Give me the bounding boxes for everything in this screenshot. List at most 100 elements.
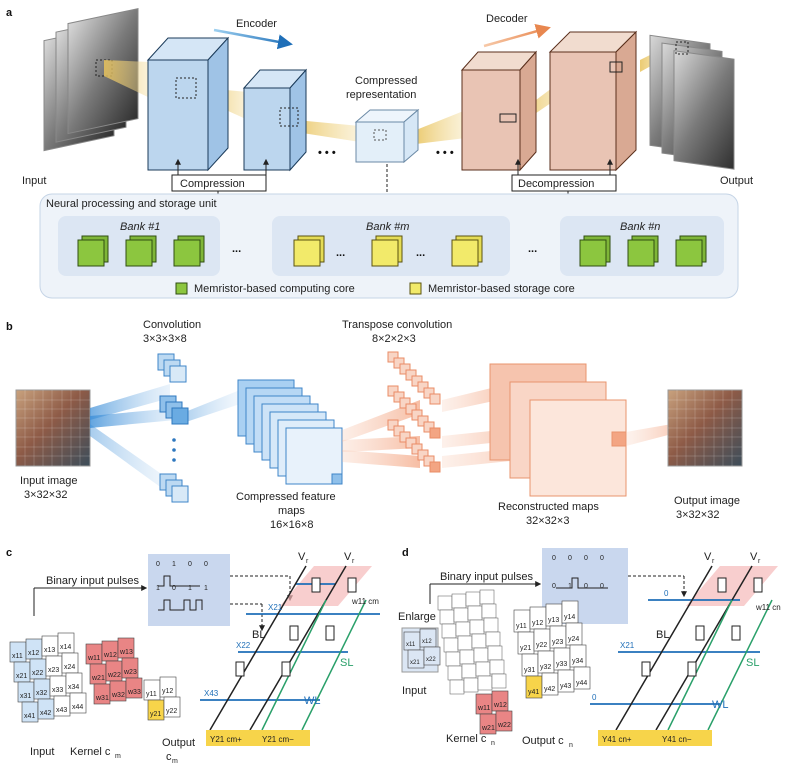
c-y-minus: Y21 cm− [262, 735, 294, 744]
d-enlarged-cell [437, 595, 453, 611]
c-input-cell-label: x41 [24, 713, 35, 720]
c-bl: BL [252, 629, 265, 641]
compressed-feature-maps [237, 379, 343, 485]
d-y-plus: Y41 cn+ [602, 735, 632, 744]
d-enlarged-cell [459, 649, 475, 665]
decoder-arrow [483, 24, 551, 48]
encoder-block-2 [242, 68, 308, 172]
d-enlarged-cell [485, 631, 501, 647]
d-output-cell-label: y42 [544, 686, 555, 693]
recon-label-2: 32×32×3 [526, 515, 569, 527]
c-output-cell-label: y12 [162, 688, 173, 695]
d-y-minus: Y41 cn− [662, 735, 692, 744]
c-vr-2: V [344, 551, 352, 563]
bank-m-label: Bank #m [366, 221, 409, 233]
tconv-kernels [387, 351, 441, 473]
bank-m-cores [293, 235, 483, 267]
encoder-block-1 [146, 36, 230, 172]
c-output-label-1: Output [162, 737, 195, 749]
d-enlarged-grid [437, 589, 507, 695]
output-image-label-2: 3×32×32 [676, 509, 719, 521]
d-x21: X21 [620, 641, 635, 650]
d-w-label: w11 cn [755, 603, 781, 612]
d-enlarged-cell [449, 679, 465, 695]
c-kernel-cell-label: w11 [87, 655, 100, 662]
c-x22: X22 [236, 641, 251, 650]
c-x21: X21 [268, 603, 283, 612]
d-enlarged-cell [477, 675, 493, 691]
decoder-block-1 [460, 50, 538, 172]
d-output-sub: n [569, 742, 573, 749]
compression-label: Compression [180, 178, 245, 190]
d-output-cell-label: y21 [520, 645, 531, 652]
d-kernel-label: Kernel c [446, 733, 487, 745]
c-x43: X43 [204, 689, 219, 698]
c-kernel-cell-label: w13 [119, 649, 133, 656]
d-pulse-value: 0 [552, 555, 556, 562]
d-vr-1-sub: r [712, 558, 715, 565]
d-binary-pulses: Binary input pulses [440, 571, 533, 583]
c-kernel-cell-label: w21 [91, 675, 105, 682]
c-pulse-value: 0 [156, 561, 160, 568]
d-enlarged-cell [465, 591, 481, 607]
d-enlarged-cell [451, 593, 467, 609]
d-pulse-value: 1 [568, 583, 572, 590]
d-output-cell-label: y13 [548, 617, 559, 624]
reconstructed-maps [489, 363, 627, 497]
d-enlarged-cell [461, 663, 477, 679]
d-enlarged-cell [483, 617, 499, 633]
decoder-label: Decoder [486, 13, 528, 25]
c-crossbar [200, 565, 380, 746]
d-output-cell-label: y22 [536, 642, 547, 649]
d-enlarged-cell [441, 623, 457, 639]
encoder-arrow [213, 28, 293, 50]
panel-b-letter: b [6, 321, 13, 333]
bank-1-cores [77, 235, 205, 267]
d-small-input-cell-label: x22 [426, 657, 436, 663]
decoder-dots: • • • [436, 147, 454, 159]
d-pulse-value: 0 [552, 583, 556, 590]
c-input-cell-label: x33 [52, 687, 63, 694]
d-kernel-sub: n [491, 740, 495, 747]
compressed-label-2: representation [346, 89, 416, 101]
c-input-cell-label: x23 [48, 667, 59, 674]
c-kernel-label: Kernel c [70, 746, 111, 758]
legend-storage: Memristor-based storage core [428, 283, 575, 295]
recon-label-1: Reconstructed maps [498, 501, 599, 513]
legend-computing: Memristor-based computing core [194, 283, 355, 295]
legend-storage-swatch [409, 282, 422, 295]
d-kernel-cell-label: w11 [477, 705, 490, 712]
conv-label-2: 3×3×3×8 [143, 333, 187, 345]
legend-computing-swatch [175, 282, 188, 295]
tconv-label-1: Transpose convolution [342, 319, 452, 331]
c-pulse-value: 1 [172, 561, 176, 568]
c-output-sub: m [172, 758, 178, 765]
d-kernel-cell [495, 710, 513, 732]
bank-n-cores [579, 235, 707, 267]
d-output-cell-label: y24 [568, 636, 579, 643]
d-output-cell-label: y41 [528, 689, 539, 696]
c-pulse-value: 1 [204, 585, 208, 592]
d-pulse-value: 0 [584, 555, 588, 562]
c-output-label-2: c [166, 751, 172, 763]
c-output-cell [163, 696, 181, 718]
c-y-plus: Y21 cm+ [210, 735, 242, 744]
c-input-cell-label: x13 [44, 647, 55, 654]
c-output-cell-label: y11 [146, 691, 157, 698]
c-kernel-cell-label: w32 [111, 692, 125, 699]
bank-dots-2: ... [528, 243, 537, 255]
bank-n-label: Bank #n [620, 221, 660, 233]
output-image-label-1: Output image [674, 495, 740, 507]
d-wl: WL [712, 699, 729, 711]
d-vr-2-sub: r [758, 558, 761, 565]
d-small-input-cell-label: x21 [410, 660, 420, 666]
c-input-cell-label: x32 [36, 690, 47, 697]
d-vr-2: V [750, 551, 758, 563]
output-label: Output [720, 175, 753, 187]
d-enlarged-cell [445, 651, 461, 667]
d-output-cell-label: y44 [576, 680, 587, 687]
